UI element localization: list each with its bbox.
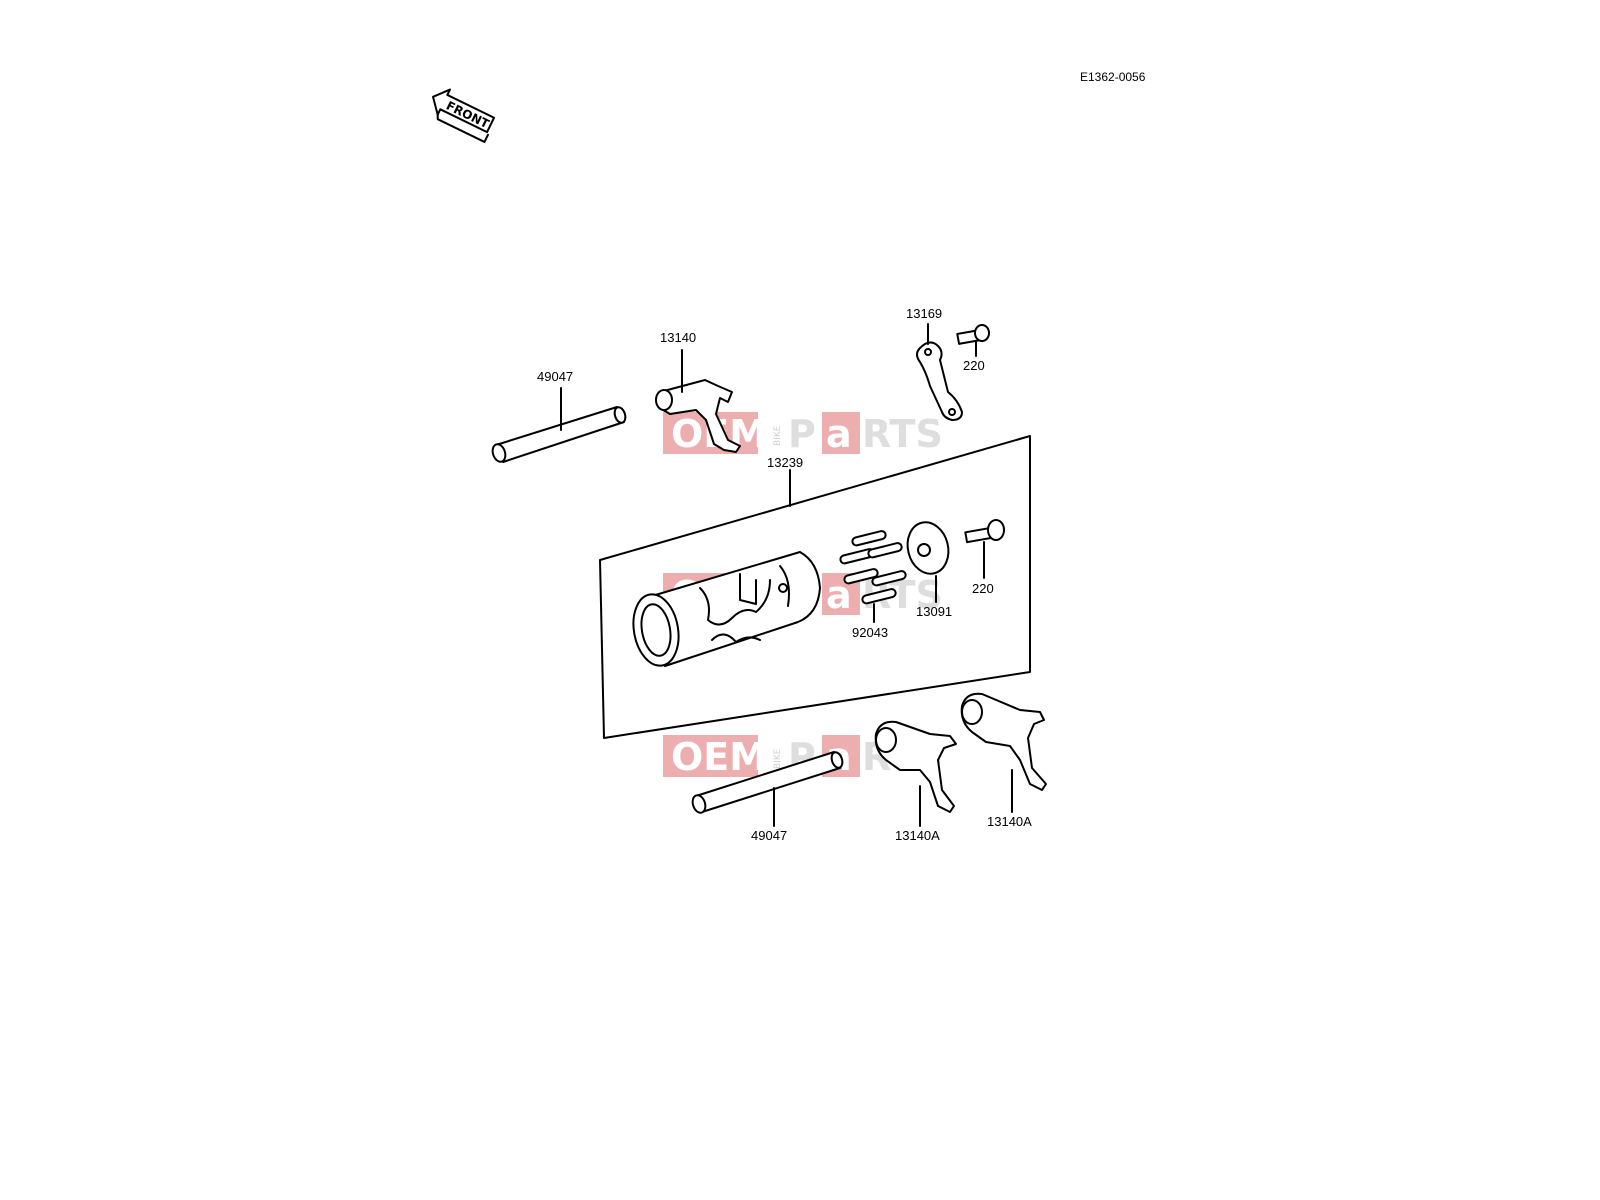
shift-fork-lower-left: [874, 720, 957, 827]
shift-fork-upper: [655, 349, 741, 453]
part-label-92043: 92043: [852, 625, 888, 640]
shift-rod-upper: [491, 387, 627, 463]
bolt-upper-icon: [956, 324, 990, 357]
part-label-220-lower: 220: [972, 581, 994, 596]
watermark-top: OEM BIKE P a RTS: [663, 412, 943, 456]
drum-cover: [906, 521, 950, 603]
part-label-220-upper: 220: [963, 358, 985, 373]
part-label-13140A-right: 13140A: [987, 814, 1032, 829]
drum-assembly-frame: [599, 435, 1031, 739]
watermark-oem: OEM: [671, 735, 767, 779]
part-label-13091: 13091: [916, 604, 952, 619]
part-label-49047-upper: 49047: [537, 369, 573, 384]
watermark-bike: BIKE: [773, 425, 783, 446]
stopper-plate: [916, 323, 963, 421]
watermark-rts: RTS: [862, 412, 943, 456]
shift-rod-lower: [691, 751, 844, 827]
part-label-13140-upper: 13140: [660, 330, 696, 345]
watermark-a: a: [826, 412, 852, 456]
pins-group: [839, 530, 907, 623]
front-arrow-icon: FRONT: [432, 88, 496, 143]
part-label-13140A-left: 13140A: [895, 828, 940, 843]
part-label-13169: 13169: [906, 306, 942, 321]
watermark-p: P: [788, 412, 816, 456]
part-label-13239: 13239: [767, 455, 803, 470]
shift-fork-lower-right: [960, 692, 1047, 813]
watermark-bike: BIKE: [773, 748, 783, 769]
bolt-lower-icon: [964, 519, 1005, 579]
part-label-49047-lower: 49047: [751, 828, 787, 843]
shift-drum: [632, 551, 821, 667]
diagram-code: E1362-0056: [1080, 70, 1146, 84]
